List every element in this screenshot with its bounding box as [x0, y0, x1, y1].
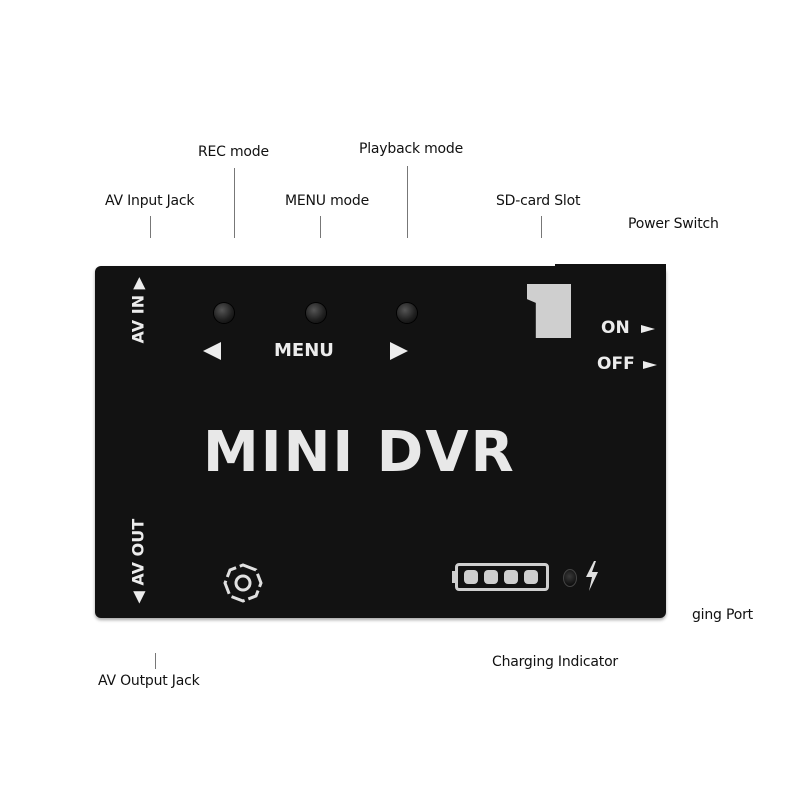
rec-button[interactable]: [214, 303, 234, 323]
playback-button[interactable]: [397, 303, 417, 323]
leader-menu-mode: [320, 216, 321, 238]
battery-cell: [484, 570, 498, 584]
triangle-left-icon: [203, 342, 221, 360]
callout-rec-mode: REC mode: [198, 144, 269, 160]
callout-charging-port: ging Port: [692, 607, 753, 623]
switch-on-arrow-icon: [641, 325, 655, 333]
callout-av-input-jack: AV Input Jack: [105, 193, 195, 209]
callout-av-output-jack: AV Output Jack: [98, 673, 200, 689]
battery-cell: [464, 570, 478, 584]
av-jack-icon: [223, 563, 263, 603]
triangle-right-icon: [390, 342, 408, 360]
av-in-text: AV IN: [128, 294, 148, 344]
leader-av-output-jack: [155, 653, 156, 669]
leader-playback-mode: [407, 166, 408, 238]
device-title: MINI DVR: [203, 420, 516, 485]
av-in-label: AV IN ▶: [128, 277, 148, 344]
callout-menu-mode: MENU mode: [285, 193, 369, 209]
callout-charging-indicator: Charging Indicator: [492, 654, 618, 670]
switch-off-arrow-icon: [643, 361, 657, 369]
leader-rec-mode: [234, 168, 235, 238]
lightning-bolt-icon: [586, 561, 598, 591]
switch-on-label: ON: [601, 318, 630, 338]
av-out-label: ◀ AV OUT: [128, 518, 148, 604]
menu-button[interactable]: [306, 303, 326, 323]
av-out-text: AV OUT: [128, 518, 148, 586]
callout-playback-mode: Playback mode: [359, 141, 464, 157]
callout-sd-card-slot: SD-card Slot: [496, 193, 581, 209]
callout-power-switch: Power Switch: [628, 216, 719, 232]
charging-led: [563, 569, 577, 587]
leader-av-input-jack: [150, 216, 151, 238]
switch-off-label: OFF: [597, 354, 635, 374]
battery-icon: [455, 563, 549, 591]
menu-label: MENU: [274, 340, 334, 361]
battery-cell: [524, 570, 538, 584]
leader-sd-card-slot: [541, 216, 542, 238]
battery-cell: [504, 570, 518, 584]
